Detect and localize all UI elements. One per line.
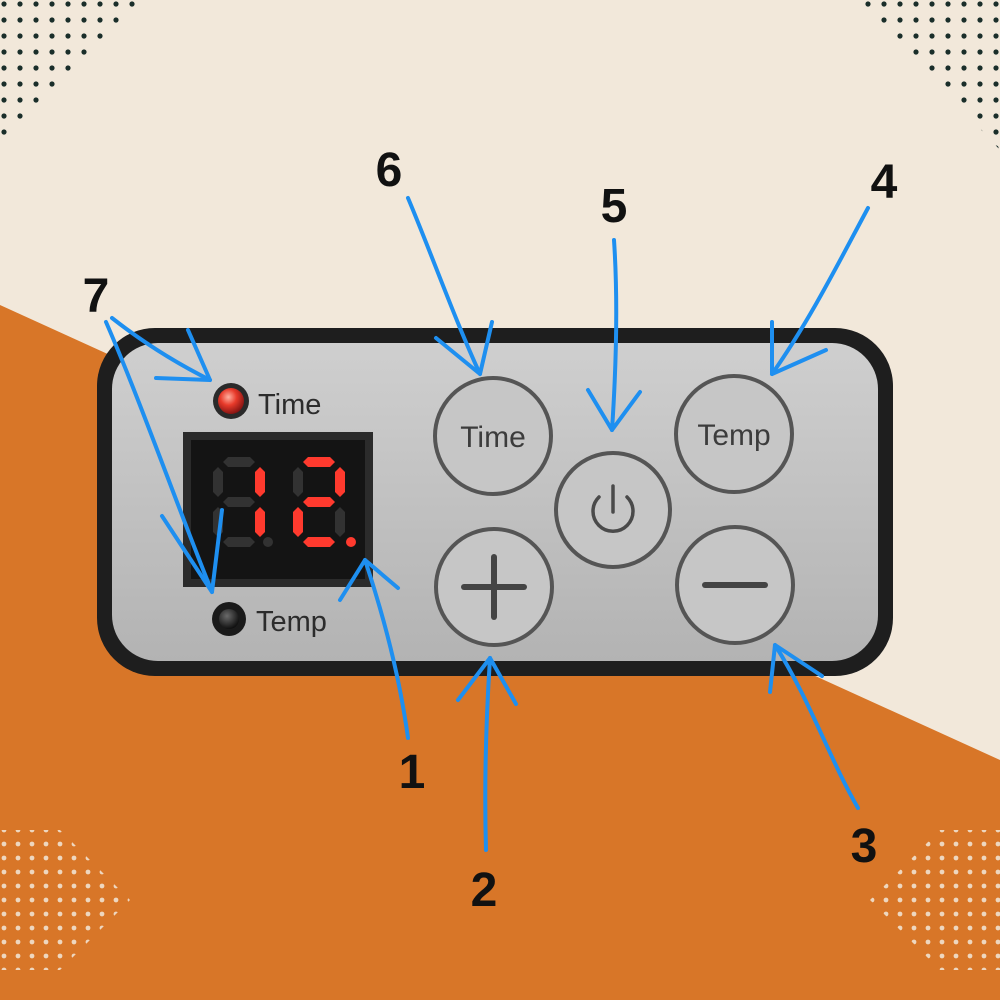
digit1-segment-f (213, 467, 223, 497)
time-button-ring[interactable] (433, 376, 553, 496)
arrow-4 (770, 206, 870, 376)
time-button-label: Time (460, 421, 526, 454)
callout-number-5: 5 (601, 180, 628, 233)
temp-button-ring[interactable] (674, 374, 794, 494)
callout-number-3: 3 (851, 820, 878, 873)
plus-button[interactable] (434, 527, 554, 647)
digit1-segment-g (223, 497, 255, 507)
dot-pattern-top-left (0, 0, 140, 140)
dot-pattern-bottom-left (0, 830, 130, 970)
digit2-segment-f (293, 467, 303, 497)
dot-pattern-top-right (860, 0, 1000, 150)
digit1-segment-a (223, 457, 255, 467)
digit1-segment-d (223, 537, 255, 547)
time-indicator-label: Time (258, 389, 321, 421)
display-digit-1 (213, 457, 265, 547)
temp-button[interactable]: Temp (674, 374, 794, 494)
arrow-3 (773, 643, 860, 810)
arrow-1-head (338, 558, 400, 602)
digit2-segment-c (335, 507, 345, 537)
arrow-3-head (768, 643, 824, 694)
time-led-lens (218, 388, 244, 414)
callout-number-4: 4 (871, 156, 898, 209)
plus-icon (461, 554, 527, 620)
power-icon (591, 484, 635, 534)
time-indicator: Time (213, 383, 321, 421)
arrow-7-upper (110, 316, 212, 382)
temp-led-lens (219, 609, 239, 629)
digit2-segment-g (303, 497, 335, 507)
display-dot-2 (346, 537, 356, 547)
power-button[interactable] (554, 451, 672, 569)
callout-number-7: 7 (83, 270, 110, 323)
time-button[interactable]: Time (433, 376, 553, 496)
arrow-2-head (456, 656, 518, 706)
digit1-segment-b (255, 467, 265, 497)
arrow-7-lower (104, 320, 214, 594)
callout-number-6: 6 (376, 144, 403, 197)
digit2-segment-d (303, 537, 335, 547)
arrow-5 (610, 238, 619, 432)
temp-indicator: Temp (212, 602, 327, 638)
digit2-segment-b (335, 467, 345, 497)
digit1-segment-c (255, 507, 265, 537)
temp-indicator-label: Temp (256, 606, 327, 638)
arrow-7-upper-head (154, 328, 212, 382)
dot-pattern-bottom-right (870, 830, 1000, 970)
arrow-6 (406, 196, 482, 376)
arrow-6-head (434, 320, 494, 376)
arrow-2 (483, 656, 492, 852)
arrow-4-head (770, 320, 828, 376)
callout-number-2: 2 (471, 864, 498, 917)
arrow-7-lower-head (160, 508, 224, 594)
callout-number-1: 1 (399, 746, 426, 799)
arrow-1 (363, 558, 410, 740)
minus-button[interactable] (675, 525, 795, 645)
arrow-5-head (586, 388, 642, 432)
display-digit-2 (293, 457, 345, 547)
digit2-segment-a (303, 457, 335, 467)
display-dot-1 (263, 537, 273, 547)
callout-arrows (104, 196, 870, 852)
digit2-segment-e (293, 507, 303, 537)
temp-button-label: Temp (697, 419, 770, 452)
